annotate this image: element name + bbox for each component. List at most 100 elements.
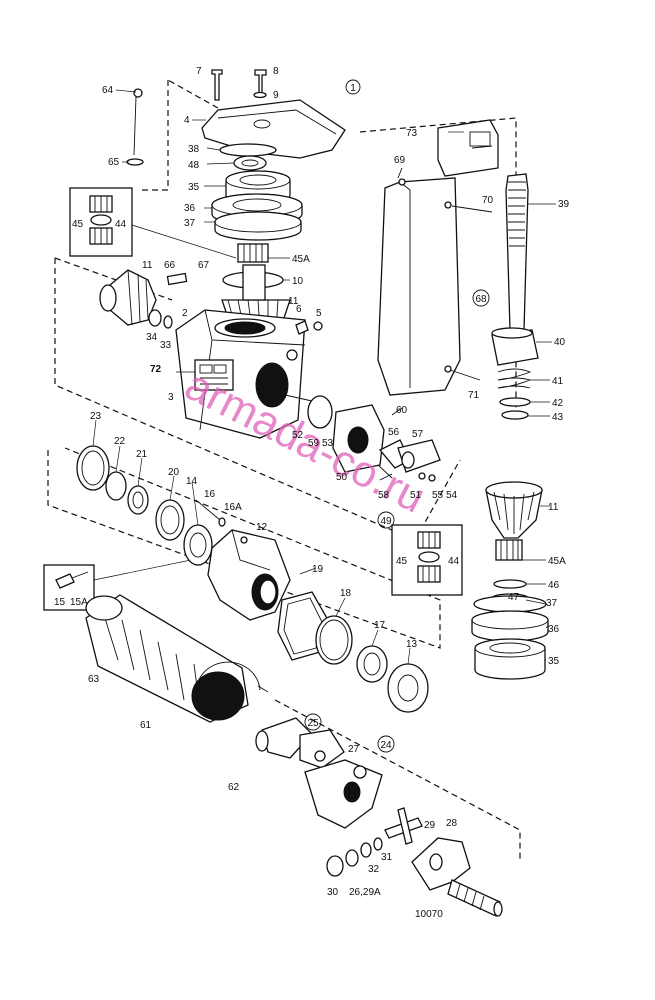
part-label: 57 [412,429,424,440]
part-label: 5 [316,308,322,319]
part-label: 35 [188,182,200,193]
part-label: 15A [70,597,88,608]
part-label: 22 [114,436,126,447]
part-label: 16A [224,502,242,513]
column-cover [377,177,461,396]
part-label: 58 [378,490,390,501]
part-label: 17 [374,620,386,631]
column-cover-group [377,119,499,396]
part-label: 36 [548,624,560,635]
part-labels: 7 8 9 64 65 4 38 48 35 36 37 45 44 45A 6… [54,66,570,920]
top-cover-group [126,69,346,331]
flange-housing-group [207,529,429,713]
part-label: 54 [446,490,458,501]
part-label: 33 [160,340,172,351]
part-label: 1 [350,83,356,94]
part-label: 31 [381,852,393,863]
part-label: 69 [394,155,406,166]
part-label: 9 [273,90,279,101]
part-label: 36 [184,203,196,214]
part-label: 37 [546,598,558,609]
part-label: 13 [406,639,418,650]
part-label: 30 [327,887,339,898]
part-label: 45 [396,556,408,567]
part-label: 34 [146,332,158,343]
part-label: 59 [308,438,320,449]
part-label: 15 [54,597,66,608]
bevel-gear [109,269,157,326]
part-label: 72 [150,364,162,375]
part-label: 51 [410,490,422,501]
part-label: 23 [90,411,102,422]
part-label: 20 [168,467,180,478]
part-label: 62 [228,782,240,793]
part-label: 71 [468,390,480,401]
part-label: 46 [548,580,560,591]
part-label: 24 [380,740,392,751]
inset-screw [43,554,216,611]
part-label: 73 [406,128,418,139]
middle-stack-group [76,445,226,566]
inset-bearings-top [69,187,237,259]
part-label: 12 [256,522,268,533]
part-label: 16 [204,489,216,500]
part-label: 10 [292,276,304,287]
part-label: 65 [108,157,120,168]
part-label: 7 [196,66,202,77]
part-label: 60 [396,405,408,416]
part-label: 3 [168,392,174,403]
part-label: 50 [336,472,348,483]
part-label: 44 [115,219,127,230]
part-label: 49 [380,516,392,527]
flange-coupling-group [284,394,441,482]
part-label: 27 [348,744,360,755]
part-label: 45A [292,254,310,265]
part-label: 66 [164,260,176,271]
cover-plate-small [437,119,499,177]
bellows-group [85,594,269,723]
part-label: 11 [142,260,153,271]
yoke-large [304,759,383,829]
universal-joint-group [255,717,503,917]
part-label: 67 [198,260,210,271]
part-label: 44 [448,556,460,567]
part-label: 2 [182,308,188,319]
part-label: 52 [292,430,304,441]
inset-bearings-mid [391,524,463,596]
part-label: 64 [102,85,114,96]
flange-housing [207,529,291,621]
part-label: 45A [548,556,566,567]
part-label: 70 [482,195,494,206]
part-label: 32 [368,864,380,875]
cover-plate [201,99,346,159]
part-label: 56 [388,427,400,438]
circled-references: 1 68 49 25 24 [304,79,490,753]
part-label: 61 [140,720,152,731]
part-label: 21 [136,449,148,460]
part-label: 11 [548,502,559,513]
vertical-shaft-group [471,173,549,680]
part-label: 25 [307,718,319,729]
drawing-number: 10070 [415,909,443,920]
part-label: 39 [558,199,570,210]
part-label: 11 [288,296,299,307]
part-label: 40 [554,337,566,348]
part-label: 8 [273,66,279,77]
part-label: 29 [424,820,436,831]
part-label: 18 [340,588,352,599]
part-label: 37 [184,218,196,229]
part-label: 53 [322,438,334,449]
part-label: 35 [548,656,560,667]
part-label: 43 [552,412,564,423]
part-label: 38 [188,144,200,155]
part-label: 41 [552,376,564,387]
part-label: 63 [88,674,100,685]
part-label: 47 [508,592,520,603]
part-label: 26,29A [349,887,381,898]
screw [211,69,223,101]
part-label: 28 [446,818,458,829]
part-label: 42 [552,398,564,409]
part-label: 45 [72,219,84,230]
part-label: 55 [432,490,444,501]
